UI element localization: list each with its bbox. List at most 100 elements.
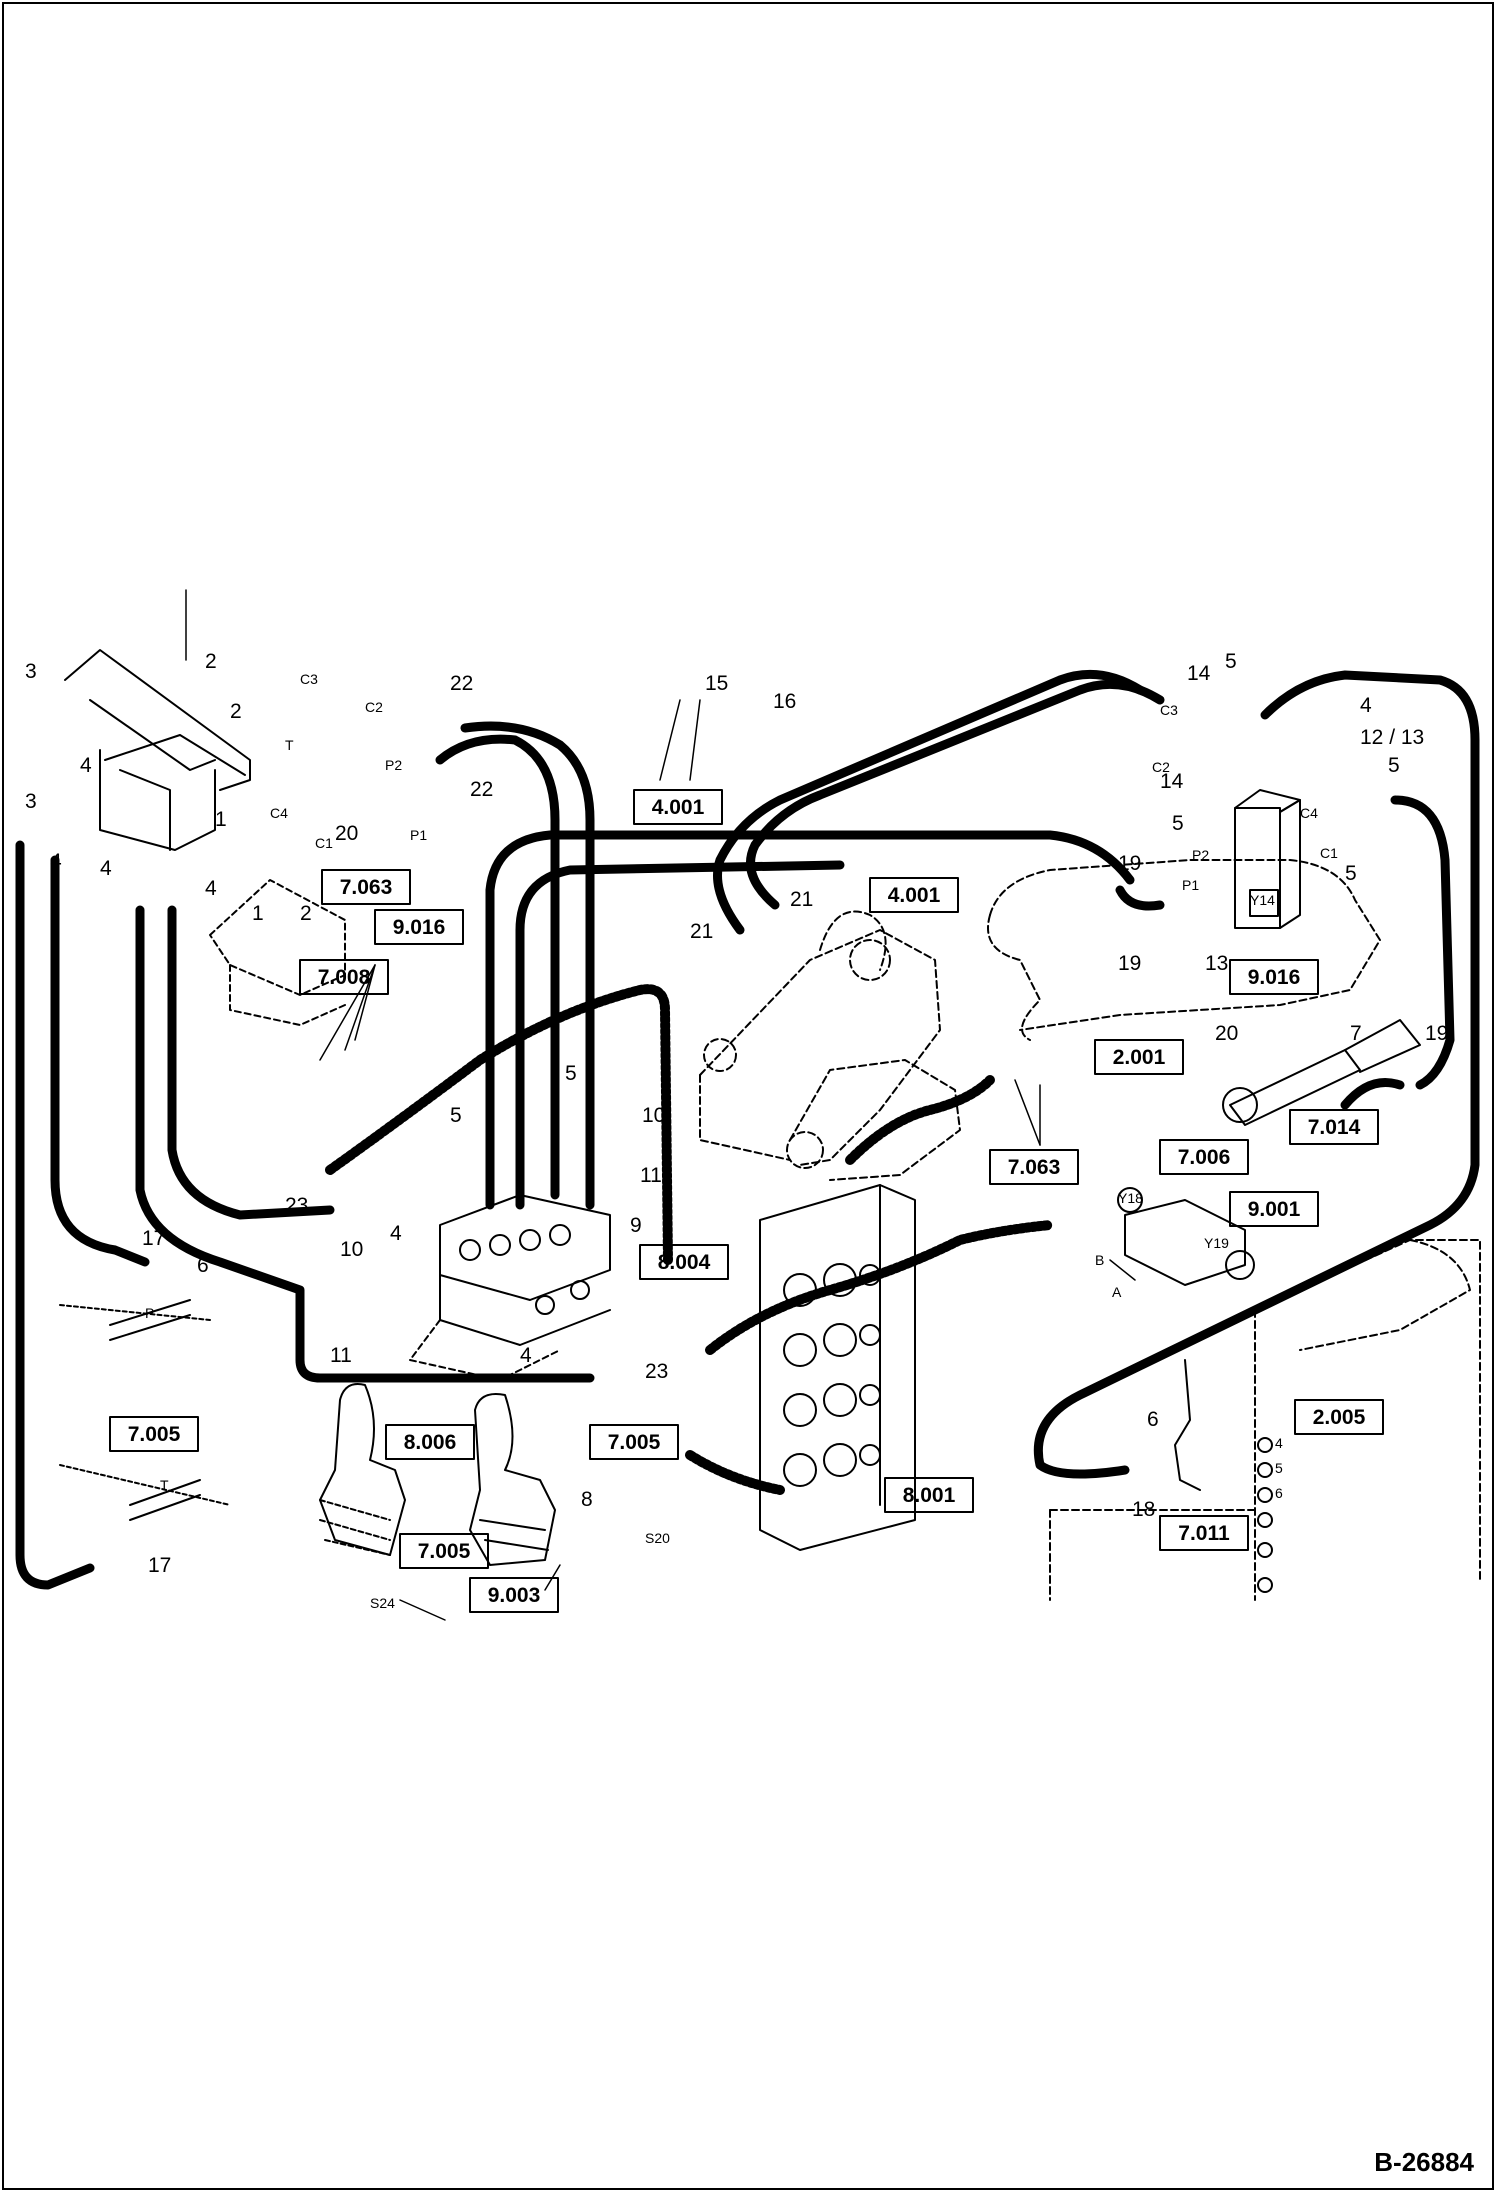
- callout-label: 4: [205, 877, 217, 900]
- valve-block-9: [409, 1194, 611, 1381]
- callout-label: C3: [1160, 702, 1178, 718]
- callout-label: 6: [197, 1254, 209, 1277]
- callout-label: 5: [1275, 1460, 1283, 1476]
- callout-label: 10: [642, 1104, 665, 1127]
- joystick-right: [469, 1393, 556, 1566]
- callout-label: 3: [25, 790, 37, 813]
- ref-box-label: 7.063: [340, 876, 393, 899]
- callout-label: 19: [1425, 1022, 1448, 1045]
- cylinder-7014: [1222, 1019, 1421, 1126]
- callout-label: S20: [645, 1530, 670, 1546]
- callout-label: P: [145, 1305, 154, 1321]
- callout-label: 4: [520, 1344, 532, 1367]
- callout-label: 3: [25, 660, 37, 683]
- callout-label: B: [1095, 1252, 1104, 1268]
- callout-label: P2: [1192, 847, 1209, 863]
- ref-box-label: 9.003: [488, 1584, 541, 1607]
- callout-label: 1: [252, 902, 264, 925]
- callout-label: 17: [142, 1227, 165, 1250]
- callout-label: 11: [330, 1344, 352, 1367]
- callout-label: 5: [1225, 650, 1237, 673]
- callout-label: 22: [470, 778, 493, 801]
- ref-box-label: 7.005: [418, 1540, 471, 1563]
- callout-label: 15: [705, 672, 728, 695]
- callout-label: 14: [1187, 662, 1211, 685]
- callout-label: C3: [300, 671, 318, 687]
- callout-label: Y19: [1204, 1235, 1229, 1251]
- joystick-left: [319, 1383, 406, 1556]
- rotary-valve-12-13: [1234, 789, 1301, 929]
- callout-label: C4: [270, 805, 288, 821]
- callout-label: C2: [365, 699, 383, 715]
- callout-label: A: [1112, 1284, 1122, 1300]
- callout-label: 20: [1215, 1022, 1238, 1045]
- ref-box-label: 9.016: [393, 916, 446, 939]
- callout-label: 4: [50, 850, 62, 873]
- valve-plate-7008: [209, 879, 346, 1026]
- ref-box-label: 8.001: [903, 1484, 956, 1507]
- ref-box-label: 7.006: [1178, 1146, 1231, 1169]
- callout-label: 6: [1147, 1408, 1159, 1431]
- callout-label: C2: [1152, 759, 1170, 775]
- callout-label: 19: [1118, 952, 1141, 975]
- callout-label: T: [285, 737, 294, 753]
- callout-label: P1: [1182, 877, 1199, 893]
- callout-label: 1: [215, 808, 227, 831]
- callout-label: 17: [148, 1554, 171, 1577]
- callout-label: 2: [300, 902, 312, 925]
- labels: 7.0639.0167.0084.0014.0019.0162.0017.014…: [25, 650, 1448, 1611]
- callout-label: 21: [790, 888, 813, 911]
- ref-box-label: 4.001: [652, 796, 705, 819]
- callout-label: 4: [80, 754, 92, 777]
- ref-box-label: 7.005: [608, 1431, 661, 1454]
- ref-box-label: 7.063: [1008, 1156, 1061, 1179]
- swing-bracket: [699, 910, 961, 1181]
- callout-label: 22: [450, 672, 473, 695]
- ref-box-label: 2.005: [1313, 1406, 1366, 1429]
- ref-box-label: 4.001: [888, 884, 941, 907]
- callout-label: 10: [340, 1238, 363, 1261]
- ref-box-label: 9.001: [1248, 1198, 1301, 1221]
- callout-label: 19: [1118, 852, 1141, 875]
- ref-box-label: 7.005: [128, 1423, 181, 1446]
- callout-label: 7: [1350, 1022, 1362, 1045]
- callout-label: 20: [335, 822, 358, 845]
- boom-foot: [987, 859, 1381, 1041]
- boxed-refs: [109, 789, 1384, 1613]
- flexible-hoses: [325, 984, 1055, 1495]
- callout-label: 14: [1160, 770, 1184, 793]
- callout-label: 21: [690, 920, 713, 943]
- callout-label: 12 / 13: [1360, 726, 1424, 749]
- solenoid-valve-7006: [1117, 1187, 1255, 1286]
- callout-label: 4: [1275, 1435, 1283, 1451]
- tank-2005: [1049, 1239, 1481, 1601]
- callout-label: T: [160, 1477, 169, 1493]
- callout-label: C1: [315, 835, 333, 851]
- hose-lines: [15, 669, 1480, 1590]
- ref-box-label: 2.001: [1113, 1046, 1166, 1069]
- callout-label: 18: [1132, 1498, 1155, 1521]
- pedal-bracket: [64, 649, 251, 851]
- callout-label: C1: [1320, 845, 1338, 861]
- ref-box-label: 7.008: [318, 966, 371, 989]
- callout-label: Y18: [1118, 1190, 1143, 1206]
- ref-box-label: 7.014: [1308, 1116, 1361, 1139]
- callout-label: 11: [640, 1164, 662, 1187]
- callout-label: 23: [285, 1194, 308, 1217]
- callout-label: 2: [205, 650, 217, 673]
- callout-label: C4: [1300, 805, 1318, 821]
- hydraulic-line-art: [15, 589, 1481, 1621]
- callout-label: 4: [390, 1222, 402, 1245]
- callout-label: P2: [385, 757, 402, 773]
- callout-label: 13: [1205, 952, 1228, 975]
- ref-box-label: 8.006: [404, 1431, 457, 1454]
- callout-label: 16: [773, 690, 796, 713]
- callout-label: 4: [100, 857, 112, 880]
- callout-label: 5: [1388, 754, 1400, 777]
- distributors: [59, 1299, 231, 1521]
- control-valve-8001: [759, 1184, 916, 1551]
- callout-label: 2: [230, 700, 242, 723]
- callout-label: 9: [630, 1214, 642, 1237]
